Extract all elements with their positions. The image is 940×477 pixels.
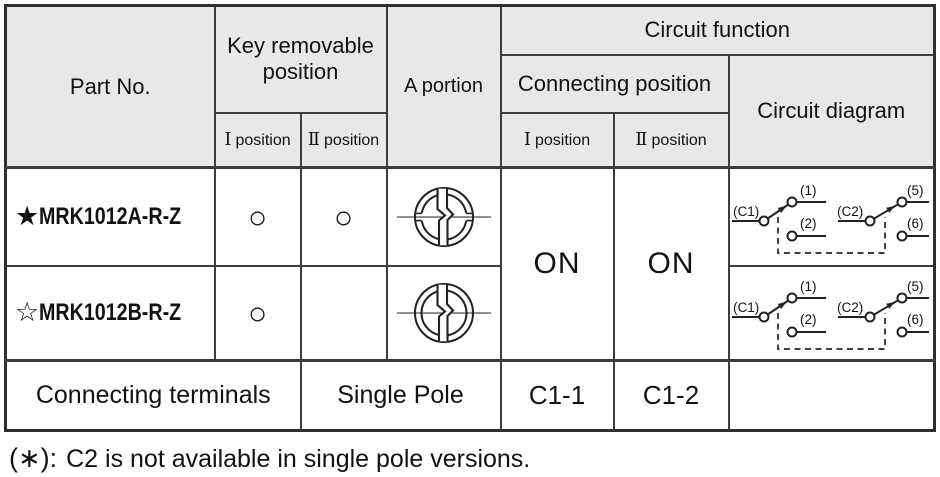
circuit-diagram-svg-b: (C1) (1) (2) (C2) (5) (6) <box>732 279 930 350</box>
header-circuit-function: Circuit function <box>499 4 936 56</box>
header-part-no: Part No. <box>4 4 216 169</box>
table-row-connecting-terminals: Connecting terminals Single Pole C1-1 C1… <box>4 359 936 432</box>
part-no-cell-a: ★ MRK1012A-R-Z <box>4 166 216 267</box>
position-word: position <box>651 132 707 150</box>
connecting-position-2-state: ON <box>612 166 730 362</box>
terminal-code-position-1: C1-1 <box>499 359 615 432</box>
key-cylinder-icon-a <box>396 186 491 247</box>
position-word: position <box>324 132 380 150</box>
header-key-removable-position: Key removable position <box>213 4 388 114</box>
key-removable-2-mark-a: ○ <box>299 166 388 267</box>
terminal-code-position-2: C1-2 <box>612 359 730 432</box>
key-removable-1-mark-a: ○ <box>213 166 302 267</box>
connecting-position-1-state: ON <box>499 166 615 362</box>
part-number-a: MRK1012A-R-Z <box>39 202 182 230</box>
key-cylinder-icon-b <box>396 282 491 343</box>
filled-star-icon: ★ <box>15 201 40 232</box>
circuit-diagram-cell-a: (C1) (1) (2) (C2) (5) (6) <box>727 166 936 267</box>
terminal-label-c2: (C2) <box>837 204 863 219</box>
part-number-b: MRK1012B-R-Z <box>39 298 182 326</box>
asterisk-marker: (∗): <box>9 443 58 473</box>
terminal-label-1: (1) <box>800 183 817 198</box>
roman-numeral-2: Ⅱ <box>307 129 321 151</box>
footnote: (∗): C2 is not available in single pole … <box>4 443 940 474</box>
header-circuit-diagram: Circuit diagram <box>727 53 936 169</box>
terminal-label-2: (2) <box>800 216 817 231</box>
empty-cell <box>727 359 936 432</box>
header-a-portion: A portion <box>385 4 502 169</box>
terminal-label-6: (6) <box>907 216 924 231</box>
circuit-diagram-svg-a: (C1) (1) (2) (C2) (5) (6) <box>732 183 930 254</box>
pole-type-value: Single Pole <box>299 359 502 432</box>
roman-numeral-1: Ⅰ <box>224 129 232 151</box>
part-no-cell-b: ☆ MRK1012B-R-Z <box>4 264 216 362</box>
position-word: position <box>534 132 591 150</box>
terminal-label-1: (1) <box>800 279 817 294</box>
footnote-text: C2 is not available in single pole versi… <box>66 445 531 473</box>
roman-numeral-1: Ⅰ <box>523 129 531 151</box>
outline-star-icon: ☆ <box>15 297 40 328</box>
terminal-label-5: (5) <box>907 279 924 294</box>
roman-numeral-2: Ⅱ <box>635 129 648 151</box>
terminal-label-c1: (C1) <box>733 204 759 219</box>
circuit-diagram-cell-b: (C1) (1) (2) (C2) (5) (6) <box>727 264 936 362</box>
table-row-mrk1012b: ☆ MRK1012B-R-Z ○ <box>4 264 936 362</box>
terminal-label-2: (2) <box>800 312 817 327</box>
terminal-label-c2: (C2) <box>837 300 863 315</box>
key-removable-2-mark-b <box>299 264 388 362</box>
a-portion-cell-b <box>385 264 502 362</box>
terminal-label-c1: (C1) <box>733 300 759 315</box>
terminal-label-6: (6) <box>907 312 924 327</box>
header-connecting-position: Connecting position <box>499 53 730 114</box>
table-row-mrk1012a: ★ MRK1012A-R-Z ○ ○ <box>4 166 936 362</box>
position-word: position <box>235 132 291 150</box>
a-portion-cell-a <box>385 166 502 267</box>
key-removable-1-mark-b: ○ <box>213 264 302 362</box>
spec-table: Part No. Key removable position A portio… <box>4 4 936 432</box>
connecting-terminals-label: Connecting terminals <box>4 359 302 432</box>
terminal-label-5: (5) <box>907 183 924 198</box>
